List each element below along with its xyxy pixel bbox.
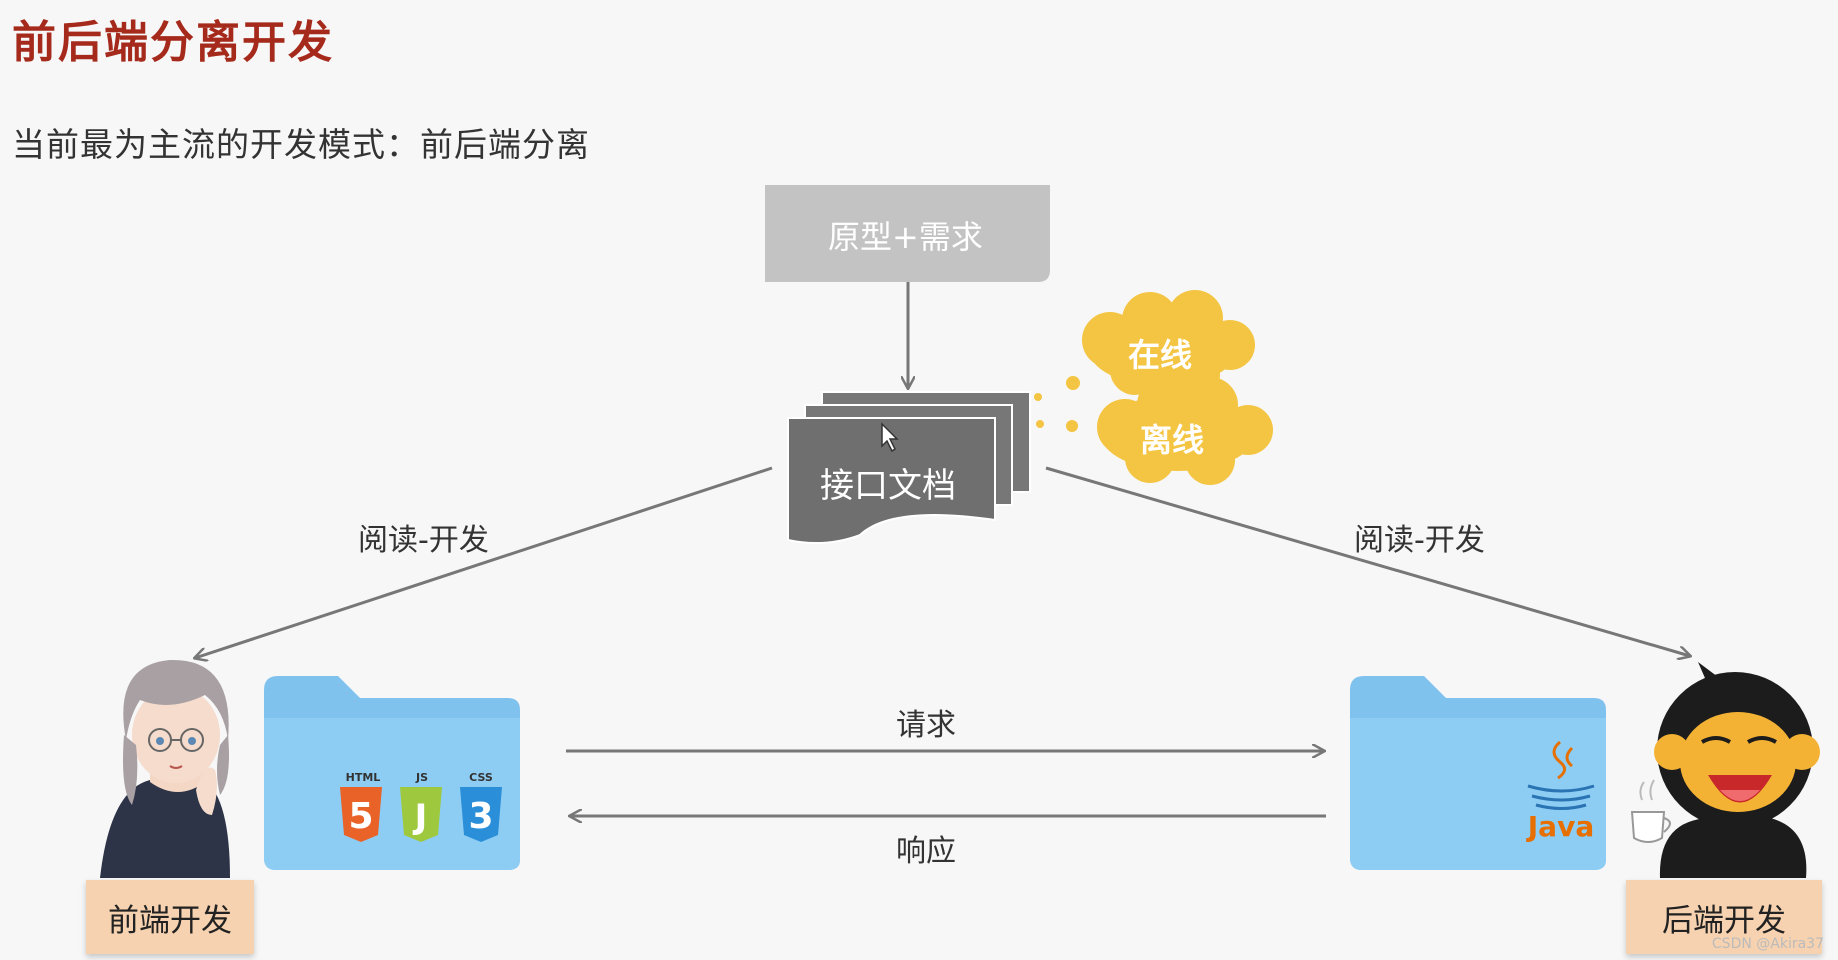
frontend-dev-label: 前端开发	[86, 880, 254, 954]
prototype-box	[765, 185, 1050, 282]
cloud-offline	[1097, 377, 1273, 485]
backend-folder-icon	[1350, 676, 1606, 870]
backend-dev-label: 后端开发	[1626, 880, 1822, 954]
backend-avatar-monkey	[1630, 662, 1820, 878]
cloud-offline-label: 离线	[1140, 421, 1205, 459]
arrow-doc-to-backend	[1045, 466, 1690, 656]
read-develop-label-left: 阅读-开发	[358, 523, 489, 558]
frontend-folder-icon	[264, 676, 520, 870]
page-title: 前后端分离开发	[12, 17, 334, 68]
response-label: 响应	[896, 834, 956, 869]
cloud-online	[1082, 290, 1255, 400]
js-badge-icon: J	[400, 787, 442, 842]
page-subtitle: 当前最为主流的开发模式：前后端分离	[12, 125, 590, 164]
frontend-avatar-girl	[100, 659, 230, 878]
cloud-dots	[1034, 376, 1080, 432]
watermark: CSDN @Akira37	[1711, 936, 1824, 952]
svg-text:J: J	[413, 797, 428, 837]
cloud-online-label: 在线	[1128, 336, 1193, 374]
css3-badge-icon: 3	[460, 787, 502, 842]
svg-text:3: 3	[468, 796, 493, 837]
arrow-doc-to-frontend	[195, 466, 773, 658]
mouse-cursor-icon	[881, 422, 899, 453]
js-badge-caption: JS	[415, 771, 428, 784]
api-doc-label: 接口文档	[820, 466, 956, 506]
css-badge-caption: CSS	[469, 771, 493, 784]
html5-badge-icon: 5	[340, 787, 382, 842]
prototype-requirements-label: 原型+需求	[828, 218, 983, 256]
java-logo-icon	[1527, 740, 1595, 810]
read-develop-label-right: 阅读-开发	[1354, 523, 1485, 558]
request-label: 请求	[896, 708, 956, 743]
html-badge-caption: HTML	[346, 771, 381, 784]
java-logo-text: Java	[1526, 810, 1594, 843]
svg-text:5: 5	[348, 796, 373, 837]
api-doc-stack	[787, 391, 1031, 544]
